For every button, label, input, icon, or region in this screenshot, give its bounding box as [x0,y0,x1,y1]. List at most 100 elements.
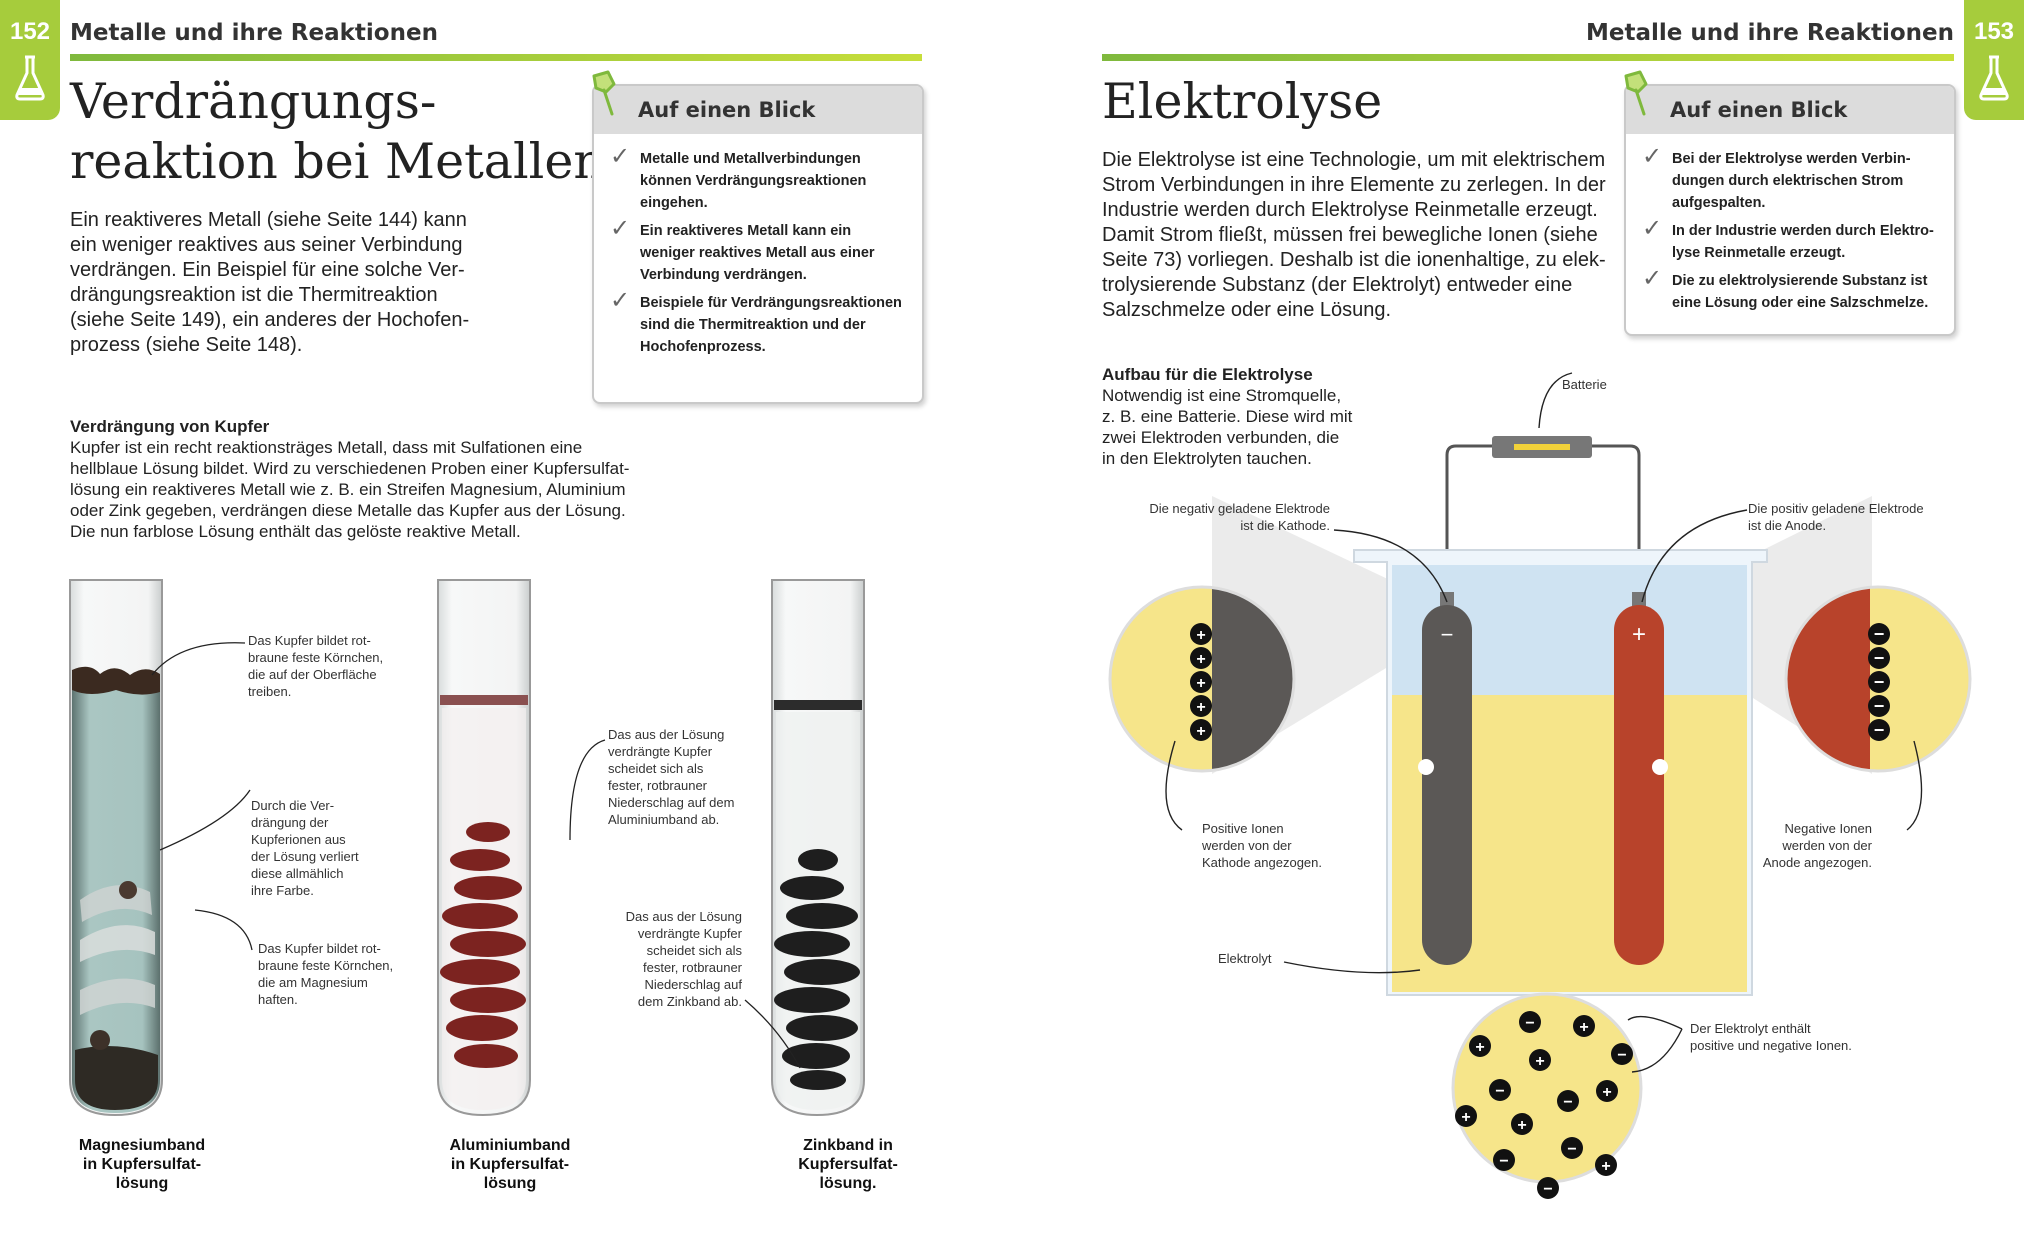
svg-text:−: − [1874,696,1885,716]
section-aufbau: Aufbau für die Elektrolyse Notwendig ist… [1102,364,1402,469]
intro-line: verdrängen. Ein Beispiel für eine solche… [70,259,465,281]
checkmark-icon: ✓ [610,215,631,242]
page-title-left: Verdrängungs- reaktion bei Metallen [70,72,605,192]
svg-text:−: − [1499,1153,1508,1170]
running-header-left: Metalle und ihre Reaktionen [70,20,438,46]
anode-electrode: + [1614,592,1664,965]
label-electrolyte: Elektrolyt [1218,951,1272,966]
checkmark-icon: ✓ [1642,215,1663,242]
flask-icon [15,55,45,101]
electrolysis-diagram: − + + + + + + − − − − − [1108,372,1972,1199]
intro-line: ein weniger reaktives aus seiner Verbind… [70,234,463,256]
minus-sign: − [1441,622,1454,647]
label-battery: Batterie [1562,377,1607,392]
svg-text:−: − [1495,1083,1504,1100]
leader-line [569,739,606,841]
intro-paragraph-right: Die Elektrolyse ist eine Technologie, um… [1102,149,1606,321]
leader-line [1641,509,1748,603]
glance-title: Auf einen Blick [638,98,816,122]
test-tubes-photo [69,579,865,1117]
leader-line [1165,740,1183,831]
leader-line [1906,740,1923,831]
section-kupfer: Verdrängung von Kupfer Kupfer ist ein re… [70,416,670,542]
svg-text:+: + [1475,1039,1484,1056]
flask-icon [1979,55,2009,101]
cathode-electrode: − [1422,592,1472,965]
svg-text:+: + [1196,651,1205,668]
checkmark-icon: ✓ [1642,265,1663,292]
leader-line [1631,1028,1683,1073]
glance-header: Auf einen Blick [1626,86,1954,134]
annotation-mg-mid: Durch die Ver-drängung der Kupferionen a… [251,798,359,898]
svg-text:+: + [1535,1053,1544,1070]
leader-line [1627,1015,1683,1030]
leader-line [1538,372,1573,429]
intro-line: drängungsreaktion ist die Thermitreaktio… [70,284,438,306]
glance-header: Auf einen Blick [594,86,922,134]
plus-sign: + [1632,621,1646,648]
leader-line [151,642,246,676]
intro-paragraph-left: Ein reaktiveres Metall (siehe Seite 144)… [70,208,510,358]
glance-list: ✓ Bei der Elektrolyse werden Verbin-dung… [1626,134,1954,314]
svg-text:+: + [1517,1117,1526,1134]
glance-box-right: Auf einen Blick ✓ Bei der Elektrolyse we… [1624,84,1956,336]
checkmark-icon: ✓ [610,287,631,314]
title-line-1: Verdrängungs- [70,73,437,130]
checkmark-icon: ✓ [1642,143,1663,170]
page-number-right: 153 [1973,18,2015,45]
page-number-left: 152 [9,18,51,45]
svg-text:−: − [1874,648,1885,668]
pushpin-icon [592,70,616,116]
svg-text:−: − [1617,1047,1626,1064]
svg-text:+: + [1196,699,1205,716]
title-line-2: reaktion bei Metallen [70,133,605,190]
page-number-tab-left: 152 [0,0,60,120]
leader-line [744,999,801,1069]
page-number-tab-right: 153 [1964,0,2024,120]
annotation-mg-top: Das Kupfer bildet rot-braune feste Körnc… [248,633,384,699]
svg-text:+: + [1196,675,1205,692]
glance-item: ✓ Bei der Elektrolyse werden Verbin-dung… [1642,143,1911,212]
glance-title: Auf einen Blick [1670,98,1848,122]
page-title-right: Elektrolyse [1102,73,1383,130]
glance-item: ✓ In der Industrie werden durch Elektro-… [1642,215,1934,262]
leader-line [159,789,251,851]
svg-text:−: − [1563,1094,1572,1111]
leader-line [1283,961,1421,974]
glance-box-left: Auf einen Blick ✓ Metalle und Metallverb… [592,84,924,404]
electrolyte-magnifier: +−+ +−− −++ +−− +− [1451,992,1643,1199]
svg-text:+: + [1461,1109,1470,1126]
svg-text:+: + [1196,627,1205,644]
svg-text:−: − [1567,1141,1576,1158]
header-rule-left [70,54,922,61]
svg-text:−: − [1525,1015,1534,1032]
tube-magnesium [69,579,163,1117]
svg-text:+: + [1579,1019,1588,1036]
svg-text:−: − [1543,1181,1552,1198]
intro-line: prozess (siehe Seite 148). [70,334,303,356]
leader-line [1333,529,1448,603]
svg-text:+: + [1602,1084,1611,1101]
svg-text:+: + [1196,723,1205,740]
intro-line: (siehe Seite 149), ein anderes der Hocho… [70,309,470,331]
svg-text:+: + [1601,1158,1610,1175]
leader-line [194,909,253,951]
annotation-mg-bottom: Das Kupfer bildet rot-braune feste Körnc… [258,941,394,1007]
running-header-right: Metalle und ihre Reaktionen [1586,20,1954,46]
pushpin-icon [1624,70,1648,116]
